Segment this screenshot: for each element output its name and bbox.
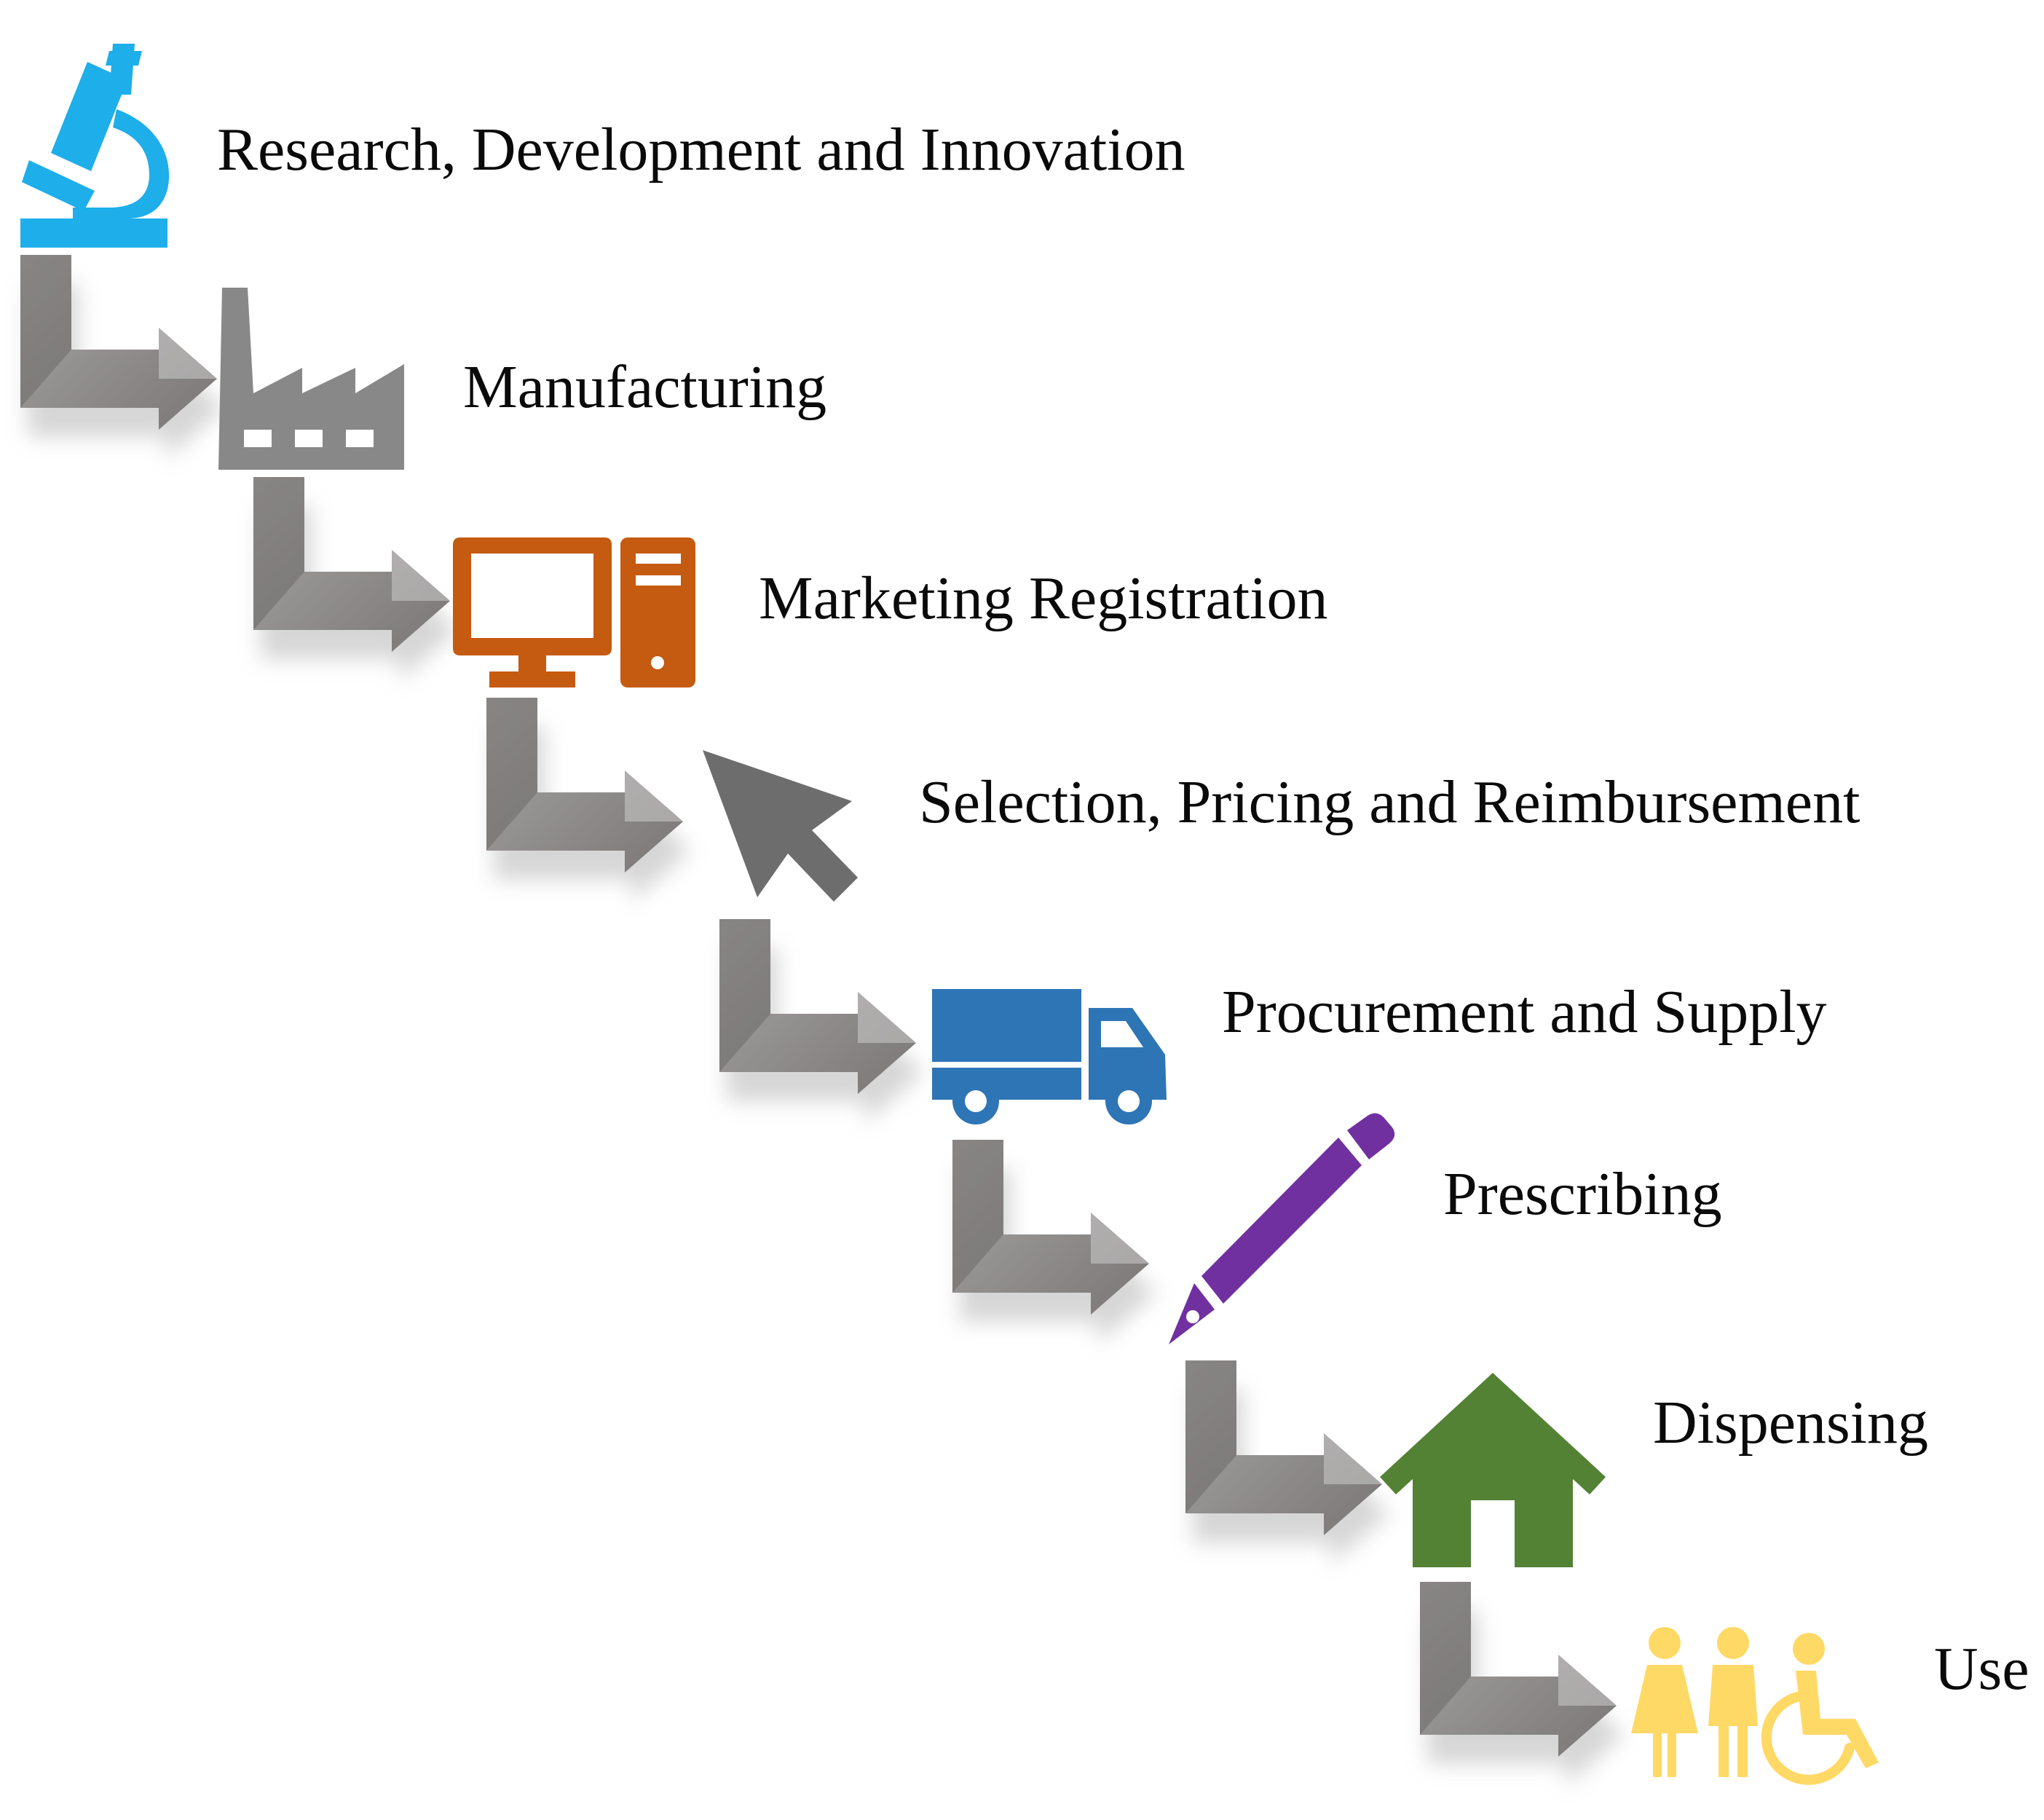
stage-label-use: Use: [1934, 1635, 2029, 1703]
connector-arrow-4: [719, 919, 923, 1123]
stage-label-selection-pricing: Selection, Pricing and Reimbursement: [919, 768, 1860, 836]
connector-arrow-2: [253, 477, 457, 681]
people-wheelchair-icon: [1631, 1627, 1879, 1785]
stage-label-manufacturing: Manufacturing: [463, 353, 827, 421]
stage-label-prescribing: Prescribing: [1443, 1160, 1722, 1228]
wheelchair-user-icon: [1761, 1633, 1879, 1785]
stage-label-procurement-supply: Procurement and Supply: [1222, 978, 1827, 1046]
house-icon: [1380, 1373, 1606, 1567]
pen-icon: [1169, 1113, 1395, 1344]
stage-label-marketing-registration: Marketing Registration: [759, 564, 1328, 632]
computer-icon: [453, 537, 695, 688]
stage-label-dispensing: Dispensing: [1653, 1389, 1928, 1457]
factory-icon: [218, 288, 404, 470]
connector-arrow-6: [1185, 1360, 1389, 1564]
connector-arrow-5: [952, 1140, 1156, 1344]
microscope-icon: [20, 44, 170, 248]
connector-arrow-7: [1420, 1582, 1624, 1786]
cursor-arrow-icon: [703, 750, 858, 902]
delivery-truck-icon: [932, 989, 1167, 1124]
woman-figure-icon: [1631, 1627, 1698, 1777]
connector-arrow-1: [20, 255, 224, 459]
man-figure-icon: [1708, 1627, 1758, 1777]
stage-label-research: Research, Development and Innovation: [217, 116, 1185, 184]
connector-arrow-3: [486, 698, 690, 902]
